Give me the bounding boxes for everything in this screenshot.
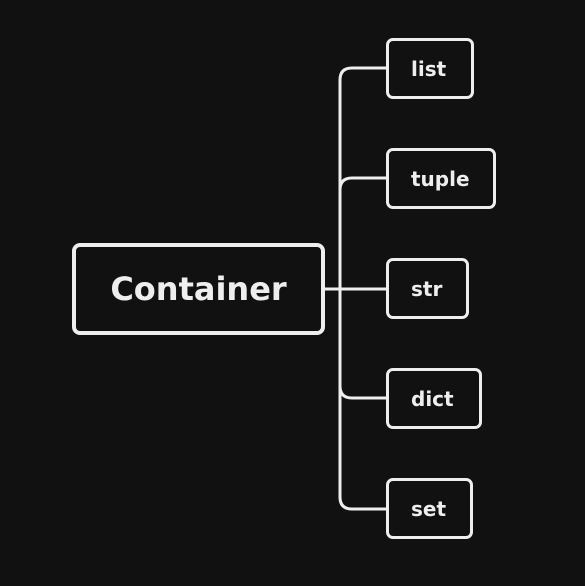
- set-node: set: [386, 478, 473, 539]
- list-label: list: [411, 56, 447, 81]
- tuple-label: tuple: [411, 166, 470, 191]
- dict-node: dict: [386, 368, 482, 429]
- container-node: Container: [72, 243, 325, 335]
- str-label: str: [411, 276, 443, 301]
- str-node: str: [386, 258, 469, 319]
- list-node: list: [386, 38, 474, 99]
- tuple-node: tuple: [386, 148, 496, 209]
- connector-set: [338, 287, 388, 511]
- connector-tuple: [338, 176, 388, 192]
- container-label: Container: [110, 270, 287, 308]
- dict-label: dict: [411, 386, 454, 411]
- connector-list: [338, 66, 388, 291]
- set-label: set: [411, 496, 447, 521]
- connector-dict: [338, 384, 388, 400]
